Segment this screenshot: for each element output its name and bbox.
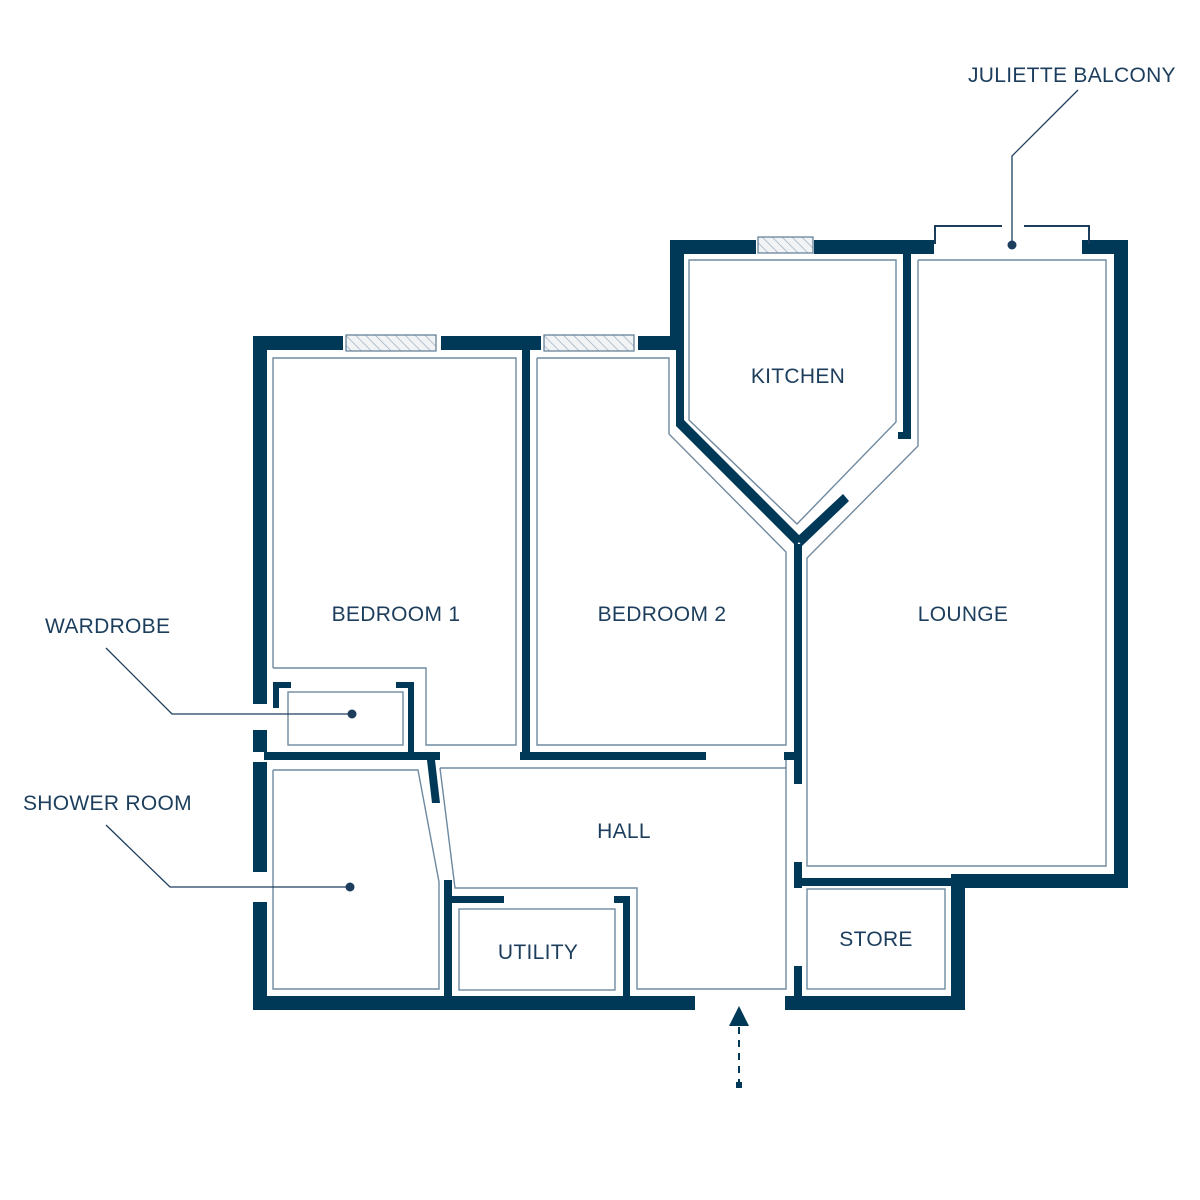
callout-dot-icon [1007,240,1017,250]
callout-juliette-balcony: JULIETTE BALCONY [968,64,1176,87]
room-outlines [272,259,1107,991]
room-label-bedroom-2: BEDROOM 2 [598,603,727,626]
callout-wardrobe: WARDROBE [45,615,170,638]
room-label-kitchen: KITCHEN [751,365,845,388]
callout-dot-icon [345,882,355,892]
wardrobe-callout: WARDROBE [45,615,357,719]
entrance [729,1006,749,1088]
window-hatch-icon [757,236,814,254]
windows [345,236,814,352]
room-label-hall: HALL [597,820,651,843]
room-label-store: STORE [839,928,912,951]
shower-room-callout: SHOWER ROOM [23,792,355,892]
callout-shower-room: SHOWER ROOM [23,792,192,815]
callout-dot-icon [347,709,357,719]
room-label-utility: UTILITY [498,941,578,964]
juliette-balcony: JULIETTE BALCONY [934,64,1176,250]
window-hatch-icon [345,334,437,352]
room-labels: KITCHEN BEDROOM 1 BEDROOM 2 LOUNGE HALL … [332,365,1009,964]
room-label-lounge: LOUNGE [918,603,1009,626]
internal-walls [264,248,956,1006]
window-hatch-icon [543,334,635,352]
room-label-bedroom-1: BEDROOM 1 [332,603,461,626]
